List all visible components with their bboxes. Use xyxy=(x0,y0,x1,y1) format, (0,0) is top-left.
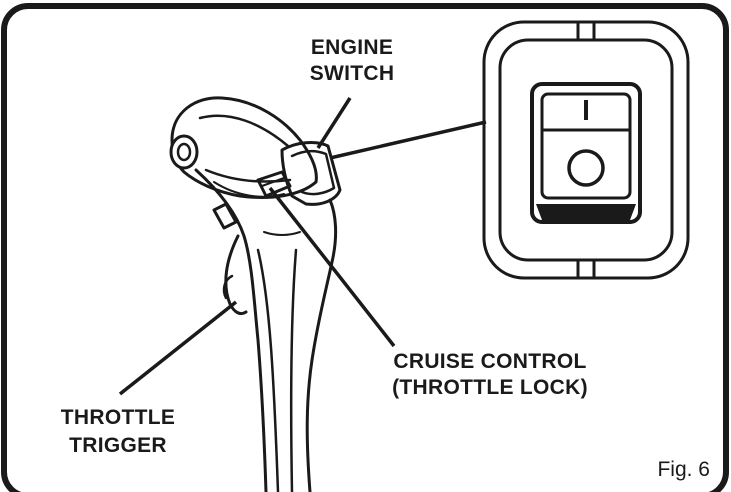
handle-engine-switch xyxy=(280,141,342,206)
throttle-handle xyxy=(169,96,342,492)
label-throttle-trigger-line1: THROTTLE xyxy=(61,406,175,429)
handle-head xyxy=(170,96,318,199)
leader-lines xyxy=(118,97,487,396)
leader-engine-switch xyxy=(316,97,352,149)
leader-cruise-control xyxy=(268,186,396,348)
label-throttle-trigger-line2: TRIGGER xyxy=(69,434,167,457)
label-engine-switch-line2: SWITCH xyxy=(310,62,395,85)
throttle-trigger xyxy=(224,234,248,316)
leader-throttle-trigger xyxy=(118,300,238,396)
figure-number: Fig. 6 xyxy=(657,458,710,481)
engine-switch-detail xyxy=(482,20,690,280)
label-cruise-control-line1: CRUISE CONTROL xyxy=(393,350,586,373)
leader-switch-inset xyxy=(329,120,487,160)
cruise-control-lever xyxy=(256,170,292,198)
switch-off-symbol xyxy=(567,149,605,187)
label-cruise-control-line2: (THROTTLE LOCK) xyxy=(392,376,588,399)
label-engine-switch-line1: ENGINE xyxy=(311,36,393,59)
